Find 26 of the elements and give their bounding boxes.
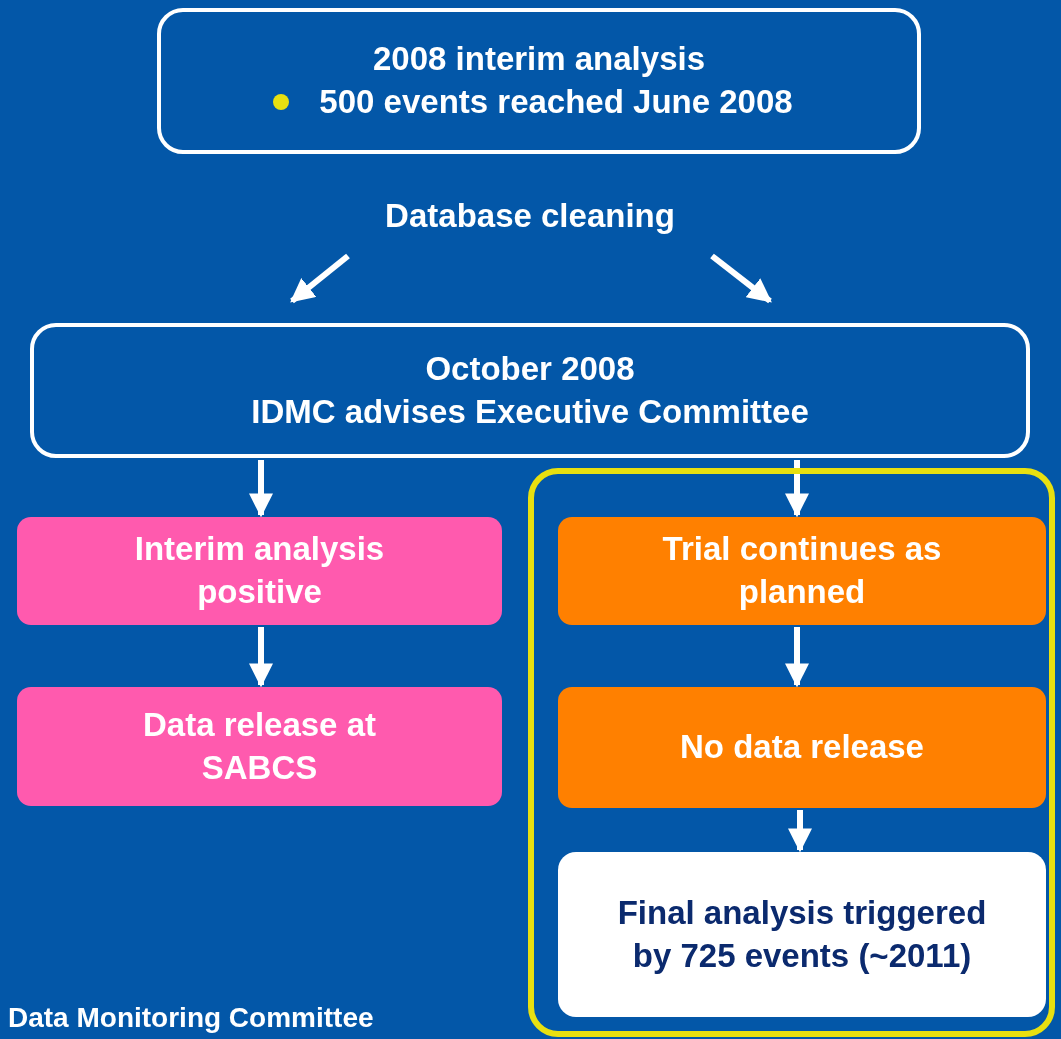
arrow: [788, 810, 812, 853]
box-text: Trial continues as planned: [661, 529, 943, 612]
box-text: October 2008: [424, 348, 636, 389]
footnote-text: Data Monitoring Committee: [8, 1002, 374, 1034]
box-text: IDMC advises Executive Committee: [250, 391, 810, 432]
bullet-text: 500 events reached June 2008: [318, 82, 794, 122]
process-box: [558, 687, 1046, 808]
box-text: No data release: [679, 727, 925, 768]
arrow: [249, 627, 273, 688]
box-text: Final analysis triggered by 725 events (~2011): [616, 892, 988, 976]
process-box: [558, 852, 1046, 1017]
process-box: [157, 8, 921, 154]
process-box: [17, 687, 502, 806]
arrow: [290, 253, 350, 304]
arrow: [710, 253, 772, 304]
box-text: Interim analysis positive: [133, 529, 386, 612]
process-box: [30, 323, 1030, 458]
step-text: Database cleaning: [330, 190, 730, 242]
group-frame: [528, 468, 1055, 1037]
box-text: Data release at SABCS: [142, 704, 377, 788]
box-text: 2008 interim analysis: [372, 39, 706, 80]
arrow: [785, 460, 809, 518]
arrow: [249, 460, 273, 518]
process-box: [558, 517, 1046, 625]
arrow: [785, 627, 809, 688]
process-box: [17, 517, 502, 625]
